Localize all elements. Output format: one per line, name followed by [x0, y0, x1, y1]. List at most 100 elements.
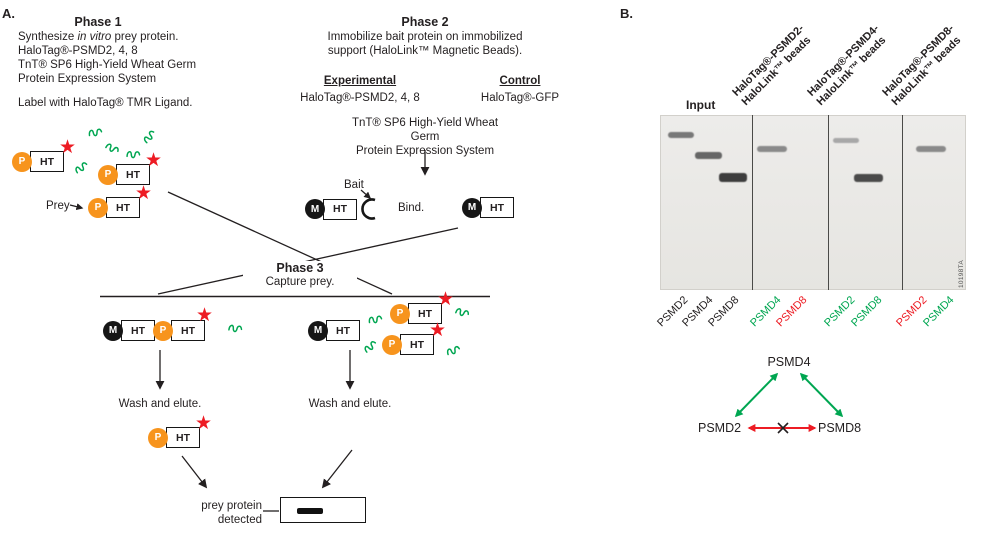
prey-p-circle: P	[153, 320, 173, 341]
bait-label: Bait	[344, 179, 364, 191]
phase1-title: Phase 1	[74, 15, 122, 29]
detect-arrow-left	[181, 455, 208, 489]
halotag-box: HT	[480, 197, 514, 218]
protein-squiggle-icon	[455, 308, 470, 317]
halotag-box: HT	[121, 320, 155, 341]
prey-arrow	[69, 203, 84, 211]
prey-detected-label: prey protein detected	[150, 499, 262, 527]
input-label: Input	[686, 98, 716, 112]
phase1-line3: TnT® SP6 High-Yield Wheat Germ	[18, 59, 197, 71]
panel-a-label: A.	[2, 6, 15, 21]
phase3-subtitle: Capture prey.	[265, 276, 335, 288]
gel-header-line1: HaloTag®-PSMD8-	[880, 22, 957, 99]
prey-p-circle: P	[88, 197, 108, 218]
capture-complex-molecule: M HT P HT ★	[103, 306, 213, 341]
no-interaction-x-icon	[777, 422, 789, 434]
tmr-ligand-label: Label with HaloTag® TMR Ligand.	[18, 97, 193, 109]
interaction-psmd8-label: PSMD8	[818, 421, 862, 435]
bead-m-circle: M	[308, 320, 328, 341]
bind-label: Bind.	[398, 202, 425, 214]
halotag-box: HT	[408, 303, 442, 324]
gel-header-psmd2-beads: HaloTag®-PSMD2- HaloLink™ beads	[730, 23, 815, 108]
gel-header-line1: HaloTag®-PSMD4-	[805, 22, 882, 99]
prey-p-circle: P	[98, 164, 118, 185]
prey-p-circle: P	[382, 334, 402, 355]
prey-detected-line1: prey protein	[201, 500, 262, 512]
phase2-title: Phase 2	[401, 15, 449, 29]
halotag-box: HT	[106, 197, 140, 218]
gel-band-psmd8beads-psmd4	[916, 146, 946, 152]
binding-pocket-icon	[361, 198, 376, 220]
phase3-title: Phase 3	[276, 261, 324, 275]
protein-squiggle-icon	[105, 143, 119, 153]
wash-elute-label-right: Wash and elute.	[308, 398, 392, 410]
tmr-star-icon: ★	[144, 150, 162, 171]
phase1-line1-italic: in vitro	[77, 31, 112, 43]
phase2-tnt-line1: TnT® SP6 High-Yield Wheat Germ	[351, 117, 499, 143]
gel-section-divider	[828, 115, 829, 290]
no-interaction-x-icon	[777, 422, 789, 434]
unbound-prey-molecule: P HT ★	[390, 290, 454, 324]
protein-squiggle-icon	[368, 315, 383, 324]
panel-b-label: B.	[620, 6, 633, 21]
interaction-psmd4-label: PSMD4	[767, 355, 811, 369]
phase1-line1-pre: Synthesize	[18, 31, 78, 43]
phase1-line4: Protein Expression System	[18, 73, 157, 85]
tmr-star-icon: ★	[428, 320, 446, 341]
tmr-star-icon: ★	[58, 137, 76, 158]
gel-section-divider	[752, 115, 753, 290]
phase1-line1: Synthesize in vitro prey protein.	[18, 30, 218, 44]
halotag-box: HT	[326, 320, 360, 341]
tmr-star-icon: ★	[436, 289, 454, 310]
control-bead-molecule: M HT	[308, 320, 360, 341]
tmr-star-icon: ★	[194, 413, 212, 434]
gel-band-input-psmd4	[695, 152, 722, 159]
phase1-description: Synthesize in vitro prey protein. HaloTa…	[18, 30, 218, 86]
experimental-item: HaloTag®-PSMD2, 4, 8	[300, 92, 420, 104]
phase2-desc-line1: Immobilize bait protein on immobilized	[327, 31, 523, 43]
protein-squiggle-icon	[446, 345, 461, 356]
phase2-tnt-line2: Protein Expression System	[355, 145, 495, 157]
gel-band-psmd4beads-psmd2	[833, 138, 859, 143]
control-item: HaloTag®-GFP	[480, 92, 560, 104]
interaction-arrow-psmd4-psmd8	[799, 372, 844, 418]
control-header: Control	[499, 75, 541, 87]
interaction-psmd2-label: PSMD2	[698, 421, 742, 435]
control-bait-molecule: M HT	[462, 197, 514, 218]
tmr-star-icon: ★	[134, 183, 152, 204]
interaction-arrow-psmd4-psmd2	[734, 372, 779, 418]
prey-label: Prey	[46, 200, 70, 212]
gel-band-psmd4beads-psmd8	[854, 174, 883, 182]
figure-code: 10198TA	[958, 260, 965, 288]
eluted-prey-molecule: P HT ★	[148, 414, 212, 448]
experimental-header: Experimental	[323, 75, 397, 87]
gel-band-input-psmd8	[719, 173, 747, 182]
gel-header-line1: HaloTag®-PSMD2-	[730, 22, 807, 99]
detected-band	[297, 508, 323, 514]
bead-m-circle: M	[103, 320, 123, 341]
phase1-line2: HaloTag®-PSMD2, 4, 8	[18, 45, 138, 57]
protein-squiggle-icon	[126, 151, 141, 159]
protein-squiggle-icon	[75, 162, 88, 174]
protein-squiggle-icon	[88, 128, 103, 137]
halotag-box: HT	[323, 198, 357, 220]
experimental-bait-molecule: M HT	[305, 197, 380, 221]
wash-elute-label-left: Wash and elute.	[118, 398, 202, 410]
prey-p-circle: P	[12, 151, 32, 172]
phase1-line1-post: prey protein.	[111, 31, 179, 43]
detection-result-box	[280, 497, 366, 523]
prey-molecule: P HT ★	[12, 138, 76, 172]
prey-p-circle: P	[148, 427, 168, 448]
prey-p-circle: P	[390, 303, 410, 324]
gel-header-psmd4-beads: HaloTag®-PSMD4- HaloLink™ beads	[805, 23, 890, 108]
prey-detected-line2: detected	[217, 514, 262, 526]
prey-molecule: P HT ★	[88, 184, 152, 218]
halotag-box: HT	[116, 164, 150, 185]
protein-squiggle-icon	[143, 130, 155, 144]
phase2-description: Immobilize bait protein on immobilized s…	[312, 30, 538, 58]
halotag-box: HT	[30, 151, 64, 172]
detect-arrow-right	[321, 449, 353, 489]
protein-squiggle-icon	[364, 341, 377, 353]
bead-m-circle: M	[305, 199, 325, 219]
